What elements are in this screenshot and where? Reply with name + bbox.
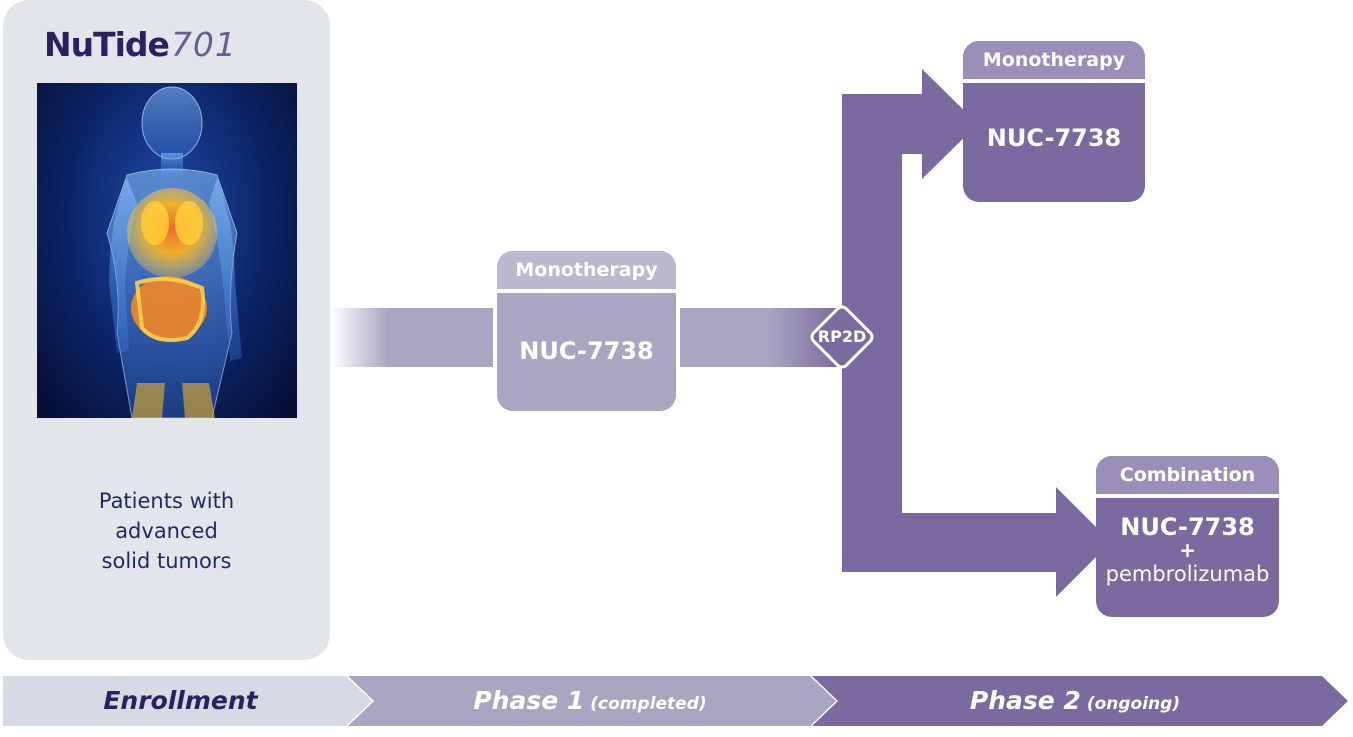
phase2-combo-drug: NUC-7738: [1120, 513, 1255, 541]
phase2-monotherapy-box: Monotherapy NUC-7738: [963, 41, 1145, 202]
phase2-chevron: [812, 676, 1348, 726]
phase2-combo-content: NUC-7738 + pembrolizumab: [1096, 498, 1279, 617]
connector-enrollment-to-phase1: [331, 308, 493, 367]
phase1-box-drug: NUC-7738: [519, 337, 654, 365]
phase1-monotherapy-box: Monotherapy NUC-7738: [497, 251, 676, 411]
phase2-text: Phase 2: [969, 686, 1081, 715]
phase2-mono-drug: NUC-7738: [986, 124, 1122, 152]
enrollment-text: Enrollment: [103, 686, 258, 715]
nutide-701-logo: NuTide701: [44, 22, 294, 68]
human-anatomy-image: [37, 83, 297, 418]
phase2-combo-divider: [1096, 494, 1279, 498]
phase2-combo-header: Combination: [1096, 456, 1279, 494]
phase1-chevron: [348, 676, 836, 726]
phase2-status: (ongoing): [1086, 694, 1181, 714]
logo-brand: NuTide: [44, 25, 170, 64]
lower-branch: [842, 513, 1058, 572]
patients-line-3: solid tumors: [101, 549, 232, 573]
phase1-box-divider: [497, 289, 676, 293]
logo-number: 701: [170, 25, 237, 64]
lower-arrowhead: [1056, 487, 1111, 597]
upper-branch: [842, 94, 924, 154]
phase2-combo-partner: pembrolizumab: [1105, 562, 1270, 586]
phase2-mono-header: Monotherapy: [963, 41, 1145, 79]
patients-line-1: Patients with: [98, 489, 235, 513]
upper-arrowhead: [922, 69, 978, 179]
phase2-combo-plus: +: [1179, 538, 1196, 562]
phase1-status: (completed): [590, 694, 707, 714]
patients-line-2: advanced: [115, 519, 218, 543]
phase1-label: Phase 1(completed): [360, 676, 820, 726]
rp2d-label: RP2D: [817, 327, 867, 346]
enrollment-label: Enrollment: [3, 676, 358, 726]
enrollment-chevron: [3, 676, 372, 726]
phase2-mono-divider: [963, 79, 1145, 83]
phase1-text: Phase 1: [473, 686, 585, 715]
anatomy-illustration: [106, 86, 242, 418]
patients-description: Patients with advanced solid tumors: [3, 486, 330, 576]
phase1-box-header: Monotherapy: [497, 251, 676, 289]
phase2-label: Phase 2(ongoing): [825, 676, 1325, 726]
phase2-combination-box: Combination NUC-7738 + pembrolizumab: [1096, 456, 1279, 617]
rp2d-diamond: [810, 305, 874, 369]
